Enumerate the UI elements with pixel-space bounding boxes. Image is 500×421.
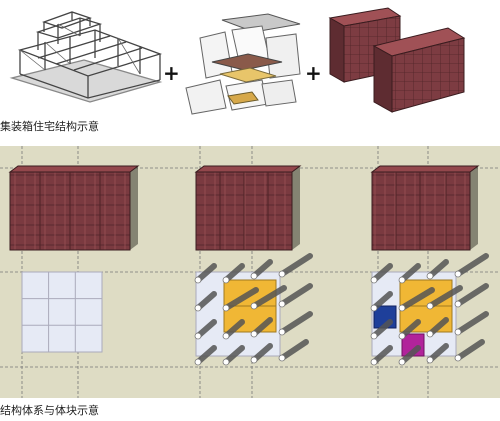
block-column-3 [370, 165, 480, 251]
steel-frame-structure [9, 11, 163, 103]
plus-sign-2: + [305, 61, 322, 85]
block-column-2 [194, 165, 302, 251]
caption-structure-and-volume: 结构体系与体块示意 [0, 404, 99, 417]
column-post-tops-2 [194, 270, 286, 366]
plan-grid-3 [371, 271, 457, 357]
column-posts-2 [195, 253, 313, 365]
plan-grid-2 [195, 271, 281, 357]
container-boxes-top [328, 7, 466, 113]
caption-container-housing-structure: 集装箱住宅结构示意 [0, 120, 99, 133]
plan-grid-1 [21, 271, 103, 353]
column-post-tops-3 [370, 270, 462, 366]
column-posts-3 [371, 253, 489, 365]
block-column-1 [8, 165, 140, 251]
plus-sign-1: + [163, 61, 180, 85]
exploded-module [185, 13, 301, 115]
